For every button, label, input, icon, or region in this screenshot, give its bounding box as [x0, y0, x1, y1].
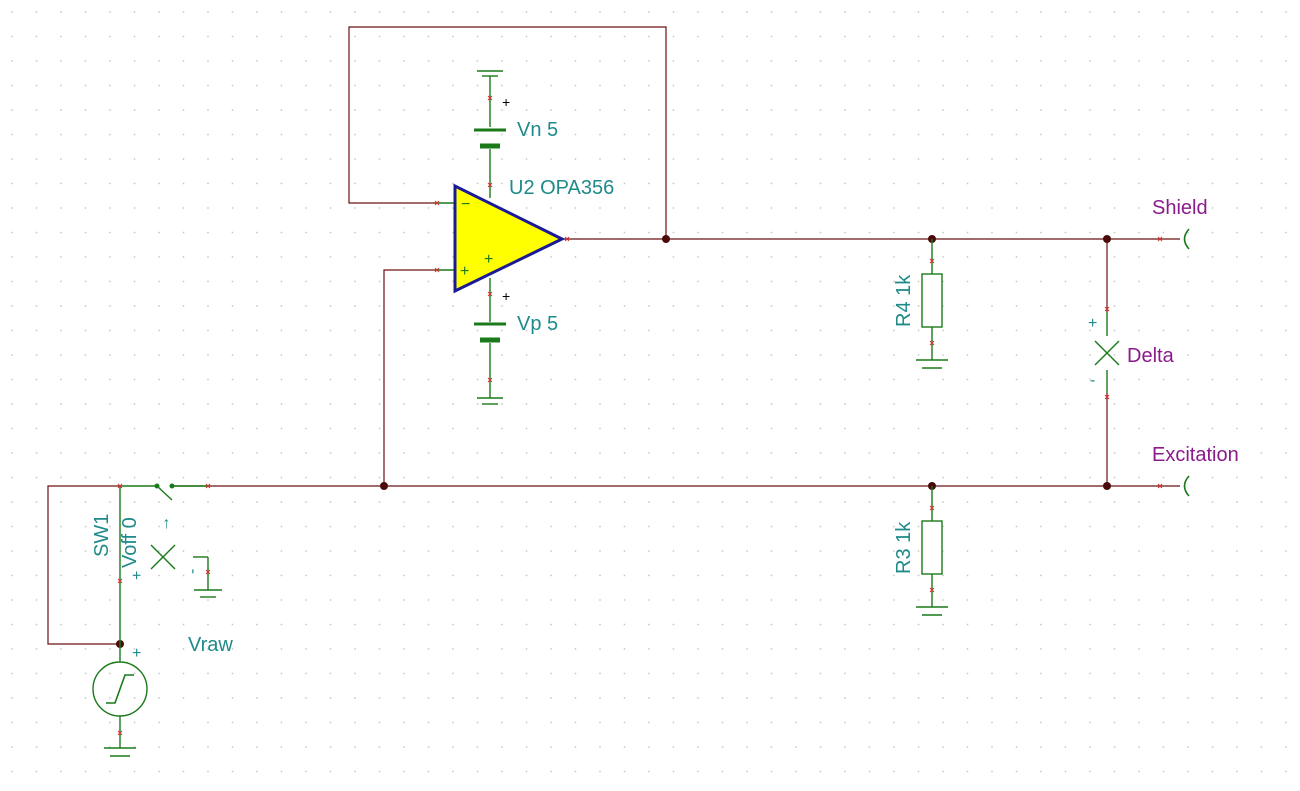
vp-label: Vp 5	[517, 313, 558, 335]
voff-plus: +	[129, 571, 146, 580]
delta-label: Delta	[1127, 345, 1175, 367]
battery-vn[interactable]: + Vn 5	[474, 70, 558, 166]
switch-sw1[interactable]: SW1	[91, 483, 208, 558]
vn-polarity: +	[502, 94, 510, 110]
junction-node	[380, 482, 388, 490]
junction-node	[1103, 235, 1111, 243]
opamp-plus-inner: +	[484, 251, 493, 268]
shield-label: Shield	[1152, 197, 1208, 219]
opamp-plus-sign: +	[460, 263, 469, 280]
resistor-r4[interactable]: R4 1k	[893, 239, 948, 369]
r3-label: R3 1k	[893, 521, 915, 574]
junction-node	[1103, 482, 1111, 490]
excitation-label: Excitation	[1152, 444, 1239, 466]
vraw-plus: +	[132, 645, 141, 662]
delta-plus: +	[1088, 315, 1097, 332]
voltmeter-voff[interactable]: Voff 0 → + -	[119, 486, 222, 644]
wire-noninv-input[interactable]	[383, 269, 437, 486]
step-waveform-icon	[106, 674, 134, 704]
voff-label: Voff 0	[119, 517, 141, 568]
opamp-u2[interactable]: − + + U2 OPA356	[437, 166, 614, 310]
wire-feedback[interactable]	[348, 26, 667, 239]
wire-switch-loop[interactable]	[47, 485, 120, 645]
vp-polarity: +	[502, 288, 510, 304]
voff-minus: -	[184, 569, 201, 574]
r4-label: R4 1k	[893, 274, 915, 327]
opamp-label: U2 OPA356	[509, 177, 614, 199]
sw1-label: SW1	[91, 514, 113, 557]
source-vraw[interactable]: + Vraw	[92, 634, 233, 757]
voltmeter-delta[interactable]: + - Delta	[1088, 312, 1175, 393]
vn-label: Vn 5	[517, 119, 558, 141]
battery-vp[interactable]: + Vp 5	[474, 288, 558, 405]
junction-nodes	[116, 235, 1111, 648]
voff-arrow: →	[156, 516, 173, 532]
delta-minus: -	[1090, 372, 1095, 389]
opamp-triangle	[453, 183, 566, 294]
pin-markers	[117, 95, 1163, 736]
terminal-shield[interactable]: Shield	[1152, 197, 1208, 250]
vraw-label: Vraw	[188, 634, 233, 656]
terminal-excitation[interactable]: Excitation	[1152, 444, 1239, 497]
opamp-minus-sign: −	[461, 196, 470, 213]
junction-node	[662, 235, 670, 243]
